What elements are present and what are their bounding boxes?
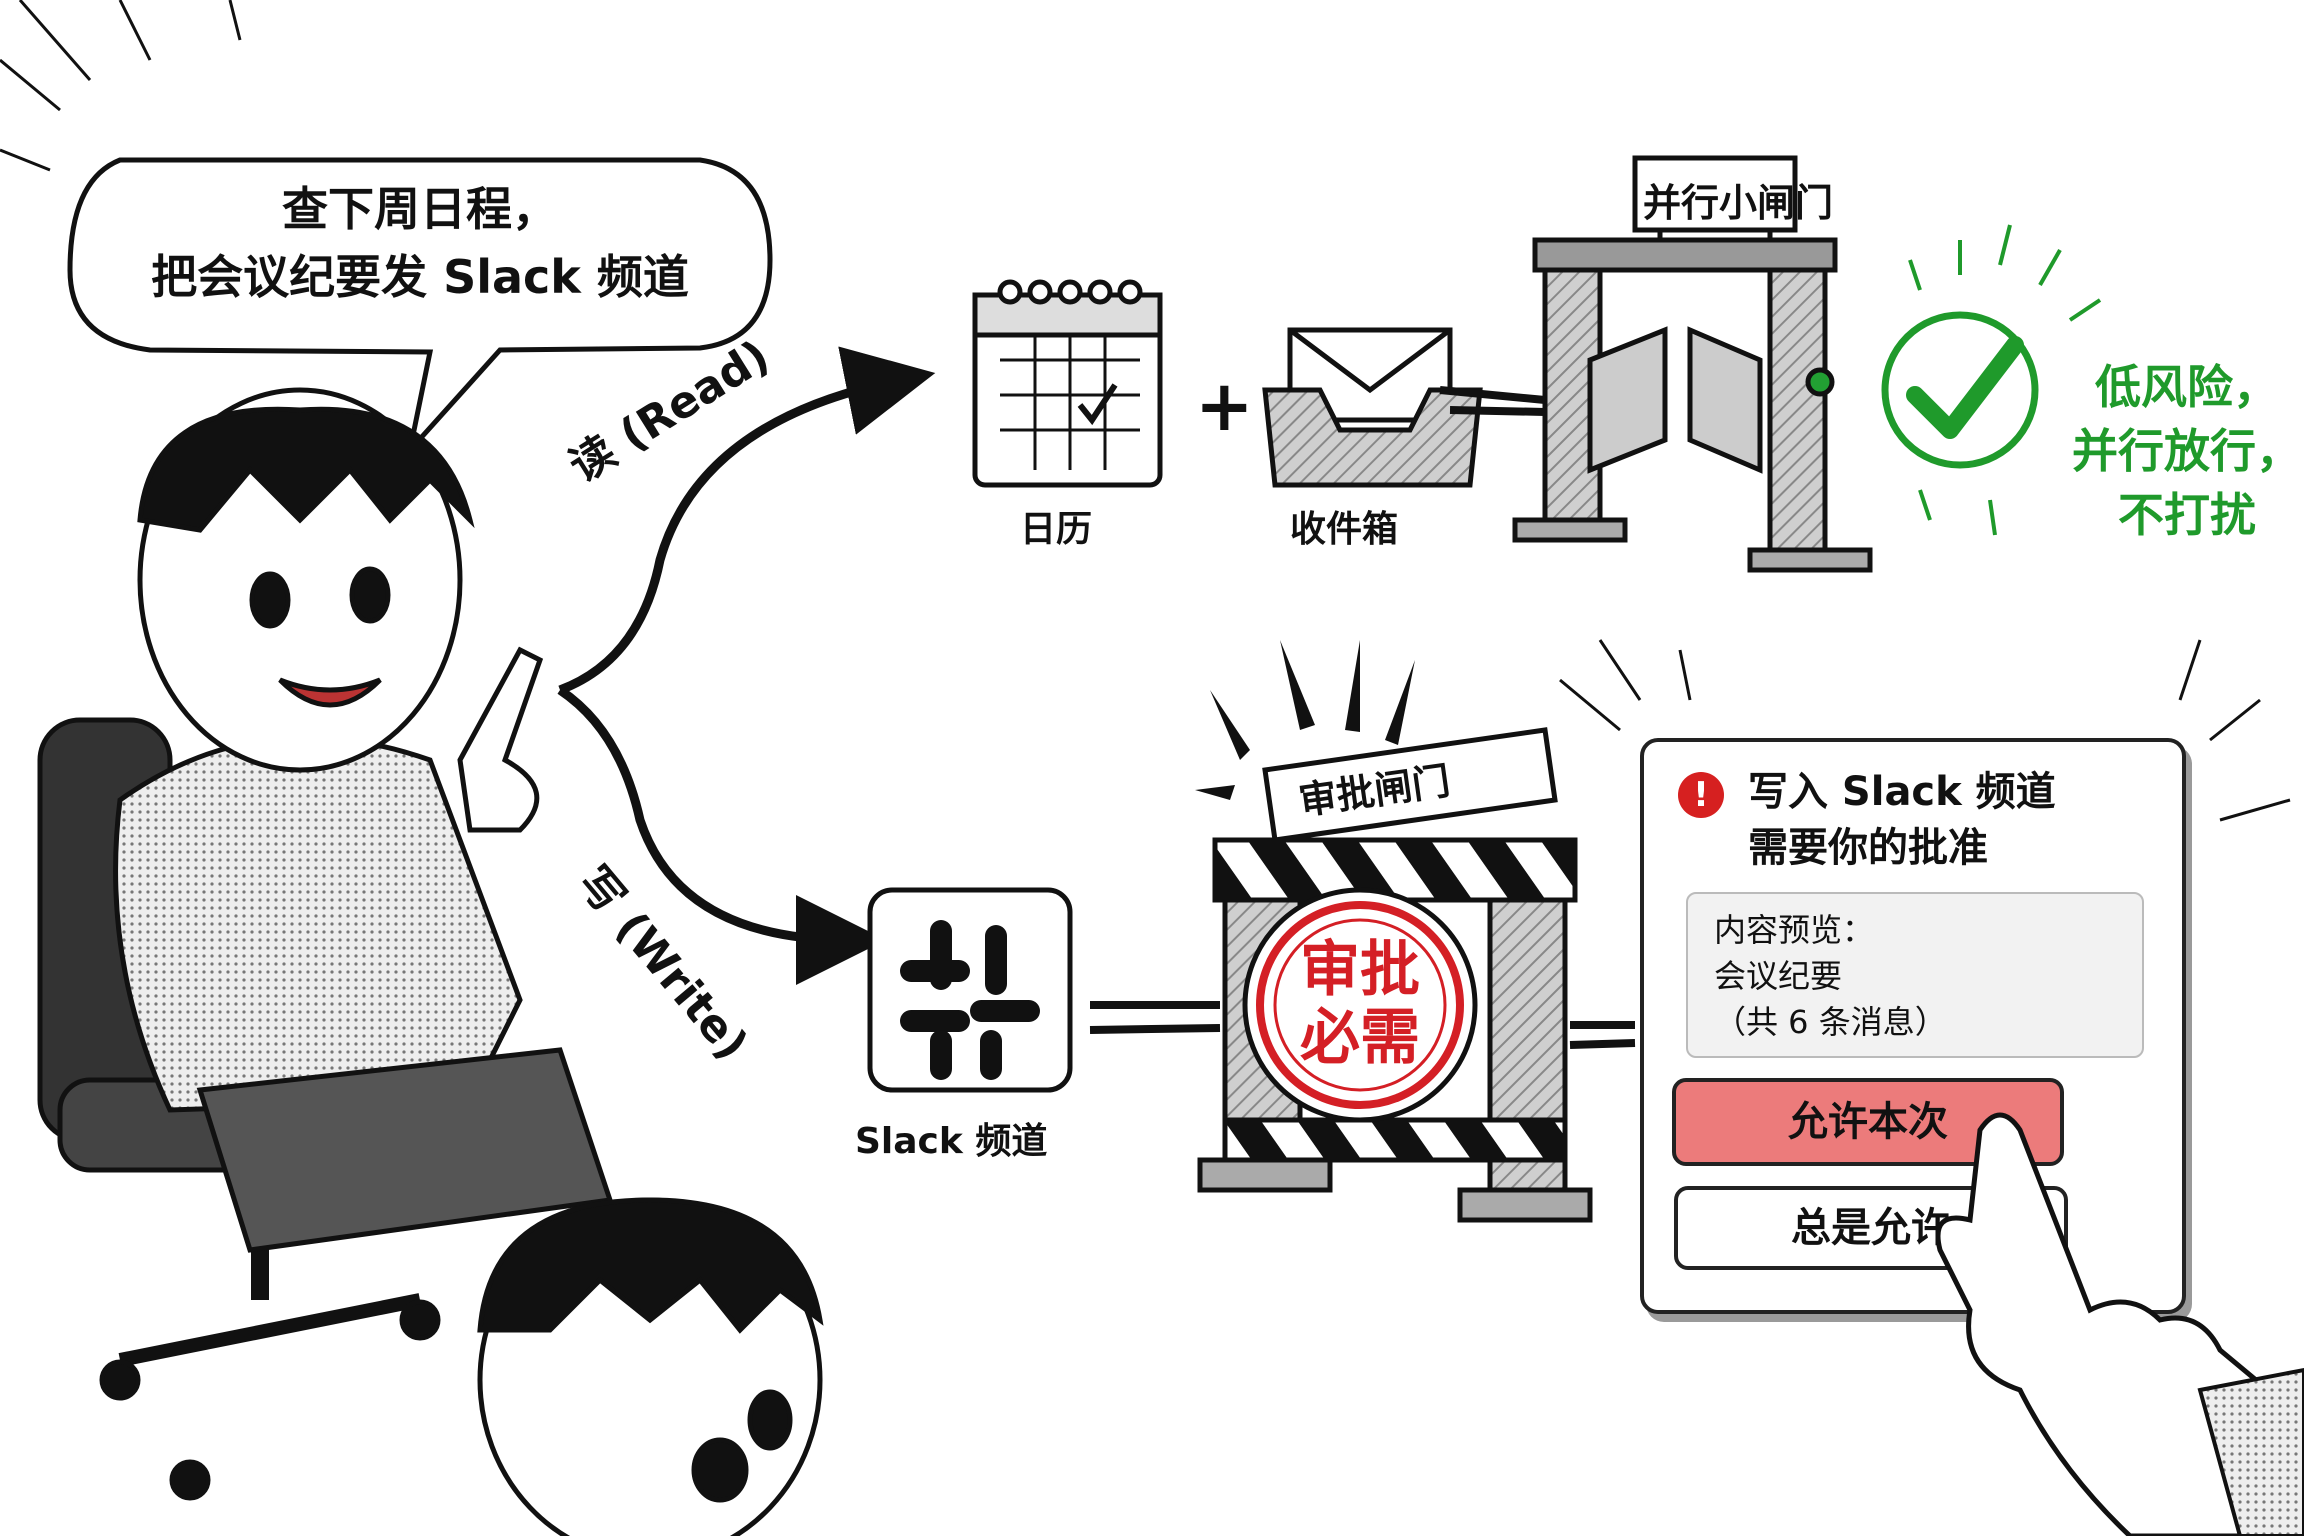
- branch-arrows: [557, 346, 936, 985]
- parallel-gate: [1439, 155, 1873, 573]
- speech-line-1: 查下周日程，: [282, 182, 558, 236]
- approval-required-stamp: 审批 必需: [1270, 936, 1450, 1072]
- calendar-label: 日历: [1020, 509, 1093, 550]
- dialog-title-line-1: 写入 Slack 频道: [1748, 769, 2056, 815]
- dialog-title: 写入 Slack 频道 需要你的批准: [1748, 764, 2056, 876]
- preview-heading: 内容预览：: [1714, 911, 1875, 949]
- approval-gate: [1195, 640, 1593, 1223]
- dialog-title-line-2: 需要你的批准: [1748, 825, 1988, 871]
- speech-bubble: [67, 157, 773, 459]
- always-allow-button[interactable]: 总是允许: [1674, 1186, 2068, 1270]
- stamp-line-2: 必需: [1300, 1003, 1420, 1073]
- speech-line-2: 把会议纪要发 Slack 频道: [151, 250, 689, 304]
- parallel-gate-sign: 并行小闸门: [1643, 181, 1834, 225]
- inbox-label: 收件箱: [1290, 509, 1399, 550]
- character-boy: [37, 387, 614, 1501]
- low-risk-line-2: 并行放行，: [2072, 424, 2302, 478]
- slack-connector-lines: [1089, 1001, 1636, 1049]
- speech-bubble-text: 查下周日程， 把会议纪要发 Slack 频道: [60, 175, 780, 311]
- approval-dialog: ! 写入 Slack 频道 需要你的批准 内容预览： 会议纪要 （共 6 条消息…: [1640, 738, 2186, 1314]
- slack-logo-icon: [867, 887, 1073, 1093]
- speed-lines-top-left: [0, 0, 242, 172]
- inbox-icon: [1262, 327, 1483, 488]
- low-risk-line-3: 不打扰: [2118, 488, 2256, 542]
- slack-label: Slack 频道: [855, 1121, 1048, 1162]
- pointing-hand-icon: [1935, 1112, 2304, 1536]
- stamp-line-1: 审批: [1300, 935, 1420, 1005]
- preview-count: （共 6 条消息）: [1714, 1003, 1947, 1041]
- plus-sign: +: [1195, 365, 1254, 447]
- preview-content: 会议纪要: [1714, 957, 1843, 995]
- content-preview-box: 内容预览： 会议纪要 （共 6 条消息）: [1686, 892, 2144, 1058]
- approved-check-icon: [1881, 224, 2102, 536]
- character-boy-2: [477, 1197, 824, 1536]
- low-risk-text: 低风险， 并行放行， 不打扰: [2070, 355, 2304, 547]
- alert-icon: !: [1678, 772, 1724, 818]
- calendar-icon: [972, 279, 1163, 488]
- low-risk-line-1: 低风险，: [2095, 360, 2279, 414]
